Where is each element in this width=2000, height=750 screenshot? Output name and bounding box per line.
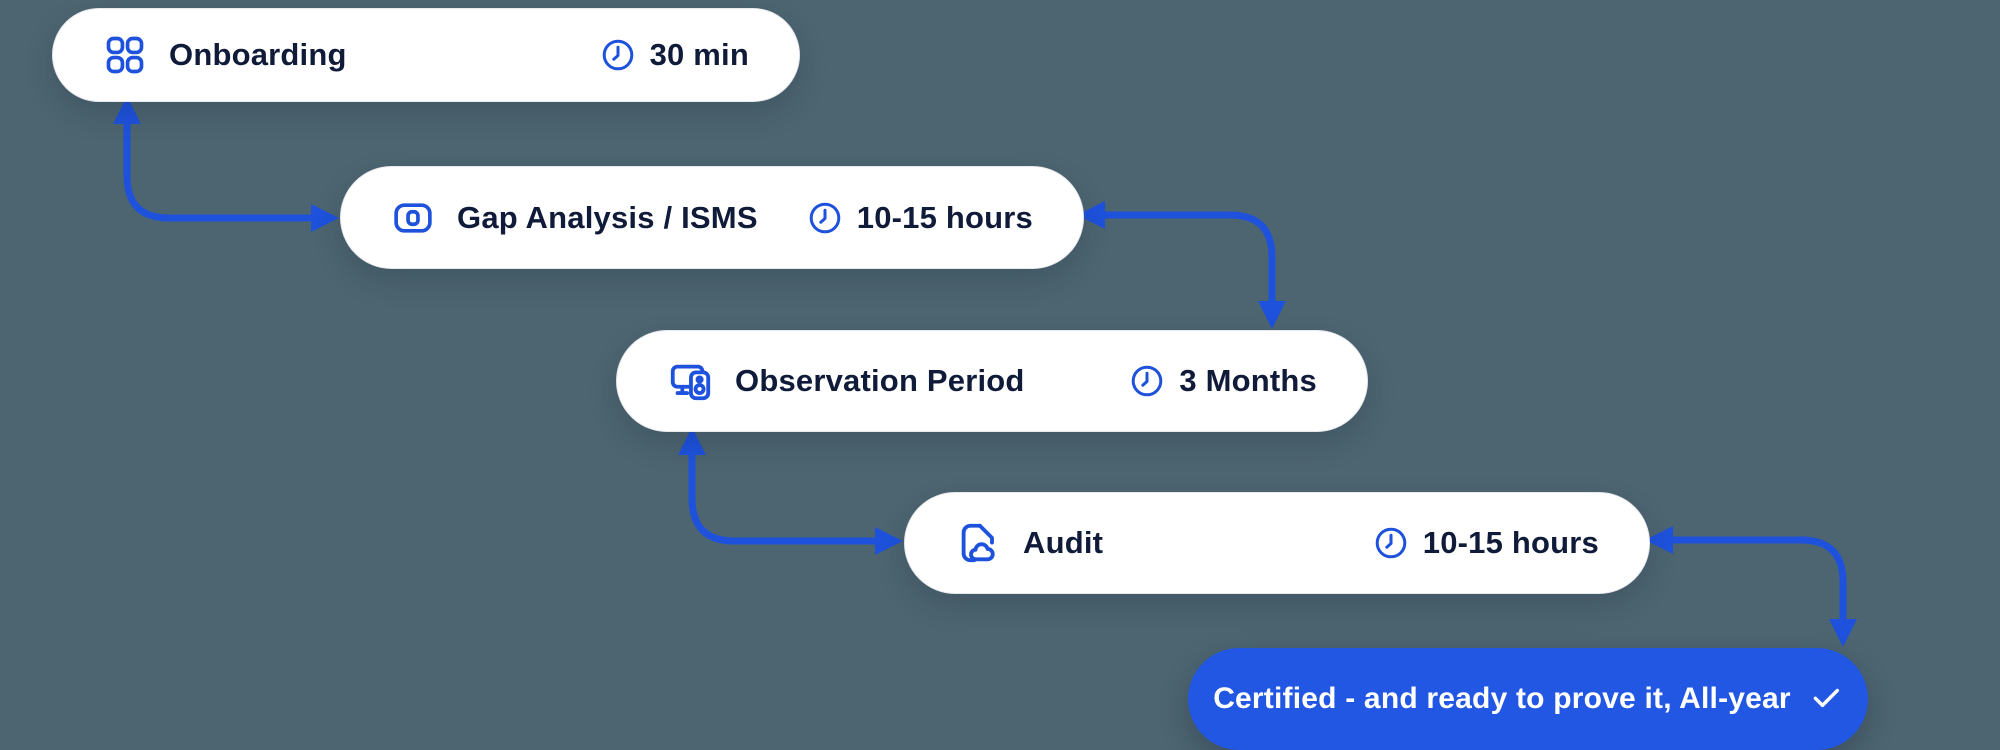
connector-arrow-3 [678,427,903,555]
step-duration: 10-15 hours [1422,525,1599,560]
step-label: Onboarding [169,37,347,72]
step-card-onboarding: Onboarding 30 min [52,8,800,102]
step-title-group: Audit [955,520,1103,566]
step-duration: 30 min [649,37,749,72]
clock-icon [1129,363,1165,399]
step-label: Observation Period [735,363,1025,398]
step-card-gap-analysis: Gap Analysis / ISMS 10-15 hours [340,166,1084,269]
step-duration-group: 3 Months [1129,363,1317,399]
clock-icon [600,37,636,73]
grid-icon [103,33,147,77]
result-label: Certified - and ready to prove it, All-y… [1213,682,1791,715]
step-duration-group: 10-15 hours [1373,525,1599,561]
check-icon [1809,682,1843,716]
step-duration: 10-15 hours [856,199,1033,235]
connector-arrow-1 [113,96,339,232]
step-card-observation-period: Observation Period 3 Months [616,330,1368,432]
result-pill-certified: Certified - and ready to prove it, All-y… [1188,648,1868,750]
monitor-device-icon [667,358,713,404]
step-duration-group: 30 min [600,37,749,73]
step-card-audit: Audit 10-15 hours [904,492,1650,594]
step-label: Gap Analysis / ISMS [457,199,758,235]
frame-icon [391,196,435,240]
clock-icon [1373,525,1409,561]
step-title-group: Observation Period [667,358,1025,404]
step-duration-group: 10-15 hours [807,200,1033,236]
step-title-group: Onboarding [103,33,347,77]
clock-icon [807,200,843,236]
connector-arrow-2 [1077,201,1286,329]
step-title-group: Gap Analysis / ISMS [391,196,758,240]
connector-arrow-4 [1645,526,1857,647]
step-label: Audit [1023,525,1104,560]
file-cloud-icon [955,520,1001,566]
step-duration: 3 Months [1179,363,1317,398]
